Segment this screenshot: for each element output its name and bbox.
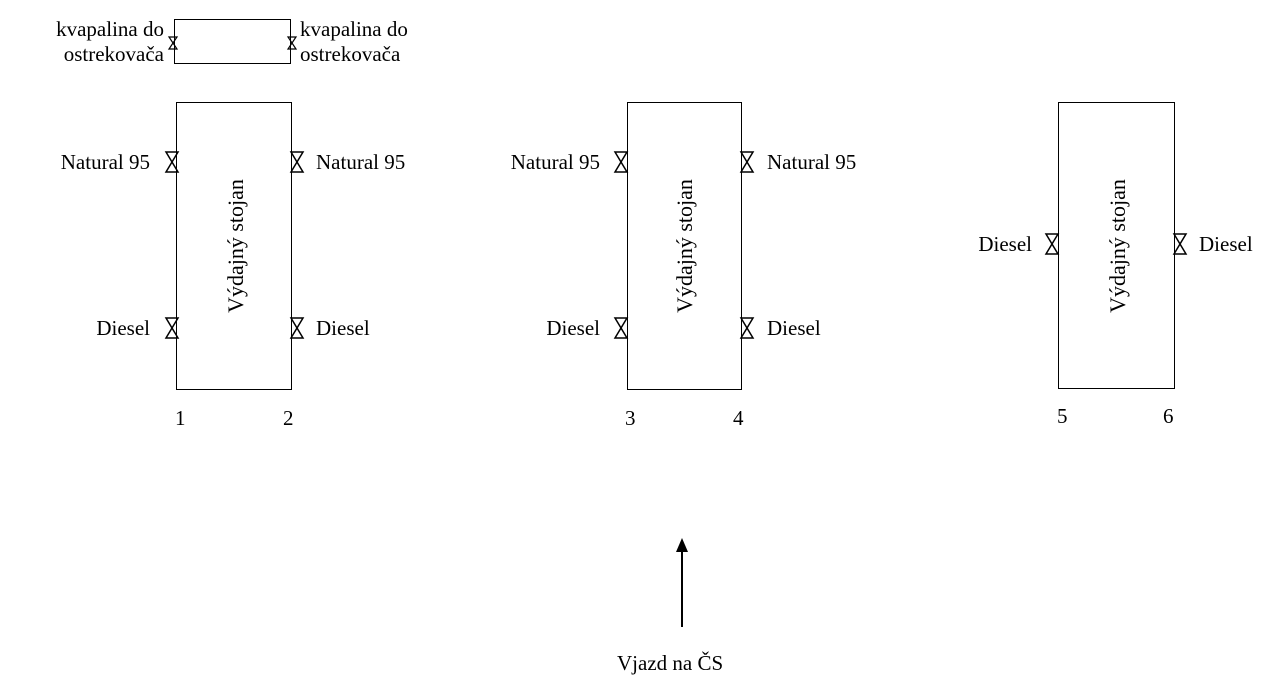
dispenser-stand-2 bbox=[627, 102, 742, 390]
dispenser-stand-2-label: Výdajný stojan bbox=[672, 179, 697, 313]
washer-left-label: kvapalina do ostrekovača bbox=[0, 17, 164, 67]
entry-arrow-icon bbox=[676, 538, 688, 627]
stand-1-right-bottom-fuel: Diesel bbox=[316, 316, 370, 340]
dispenser-stand-1 bbox=[176, 102, 292, 390]
pump-position-4: 4 bbox=[733, 406, 744, 430]
stand-2-left-bottom-fuel: Diesel bbox=[546, 316, 600, 340]
stand-1-left-bottom-valve-icon bbox=[164, 317, 180, 339]
stand-2-left-top-valve-icon bbox=[613, 151, 629, 173]
stand-1-right-bottom-valve-icon bbox=[289, 317, 305, 339]
stand-1-left-top-valve-icon bbox=[164, 151, 180, 173]
stand-2-right-bottom-valve-icon bbox=[739, 317, 755, 339]
stand-2-left-top-fuel: Natural 95 bbox=[510, 150, 600, 174]
stand-2-right-bottom-fuel: Diesel bbox=[767, 316, 821, 340]
stand-2-right-top-valve-icon bbox=[739, 151, 755, 173]
washer-right-label-line1: kvapalina do bbox=[300, 17, 408, 41]
pump-position-5: 5 bbox=[1057, 404, 1068, 428]
stand-1-left-top-fuel: Natural 95 bbox=[60, 150, 150, 174]
washer-right-label-line2: ostrekovača bbox=[300, 42, 401, 66]
stand-1-right-top-fuel: Natural 95 bbox=[316, 150, 406, 174]
pump-position-2: 2 bbox=[283, 406, 294, 430]
stand-2-right-top-fuel: Natural 95 bbox=[767, 150, 857, 174]
stand-2-left-bottom-valve-icon bbox=[613, 317, 629, 339]
stand-3-right-valve-icon bbox=[1172, 233, 1188, 255]
dispenser-stand-1-label: Výdajný stojan bbox=[223, 179, 248, 313]
stand-3-left-fuel: Diesel bbox=[978, 232, 1032, 256]
dispenser-stand-3-label: Výdajný stojan bbox=[1105, 179, 1130, 313]
stand-3-right-fuel: Diesel bbox=[1199, 232, 1253, 256]
entry-label: Vjazd na ČS bbox=[617, 651, 724, 675]
washer-fluid-tank bbox=[174, 19, 291, 64]
stand-1-left-bottom-fuel: Diesel bbox=[96, 316, 150, 340]
washer-left-label-line2: ostrekovača bbox=[63, 42, 164, 66]
stand-1-right-top-valve-icon bbox=[289, 151, 305, 173]
pump-position-1: 1 bbox=[175, 406, 186, 430]
washer-right-label: kvapalina do ostrekovača bbox=[300, 17, 408, 67]
washer-right-valve-icon bbox=[286, 36, 298, 50]
washer-left-valve-icon bbox=[167, 36, 179, 50]
stand-3-left-valve-icon bbox=[1044, 233, 1060, 255]
pump-position-6: 6 bbox=[1163, 404, 1174, 428]
dispenser-stand-3 bbox=[1058, 102, 1175, 389]
washer-left-label-line1: kvapalina do bbox=[56, 17, 164, 41]
pump-position-3: 3 bbox=[625, 406, 636, 430]
